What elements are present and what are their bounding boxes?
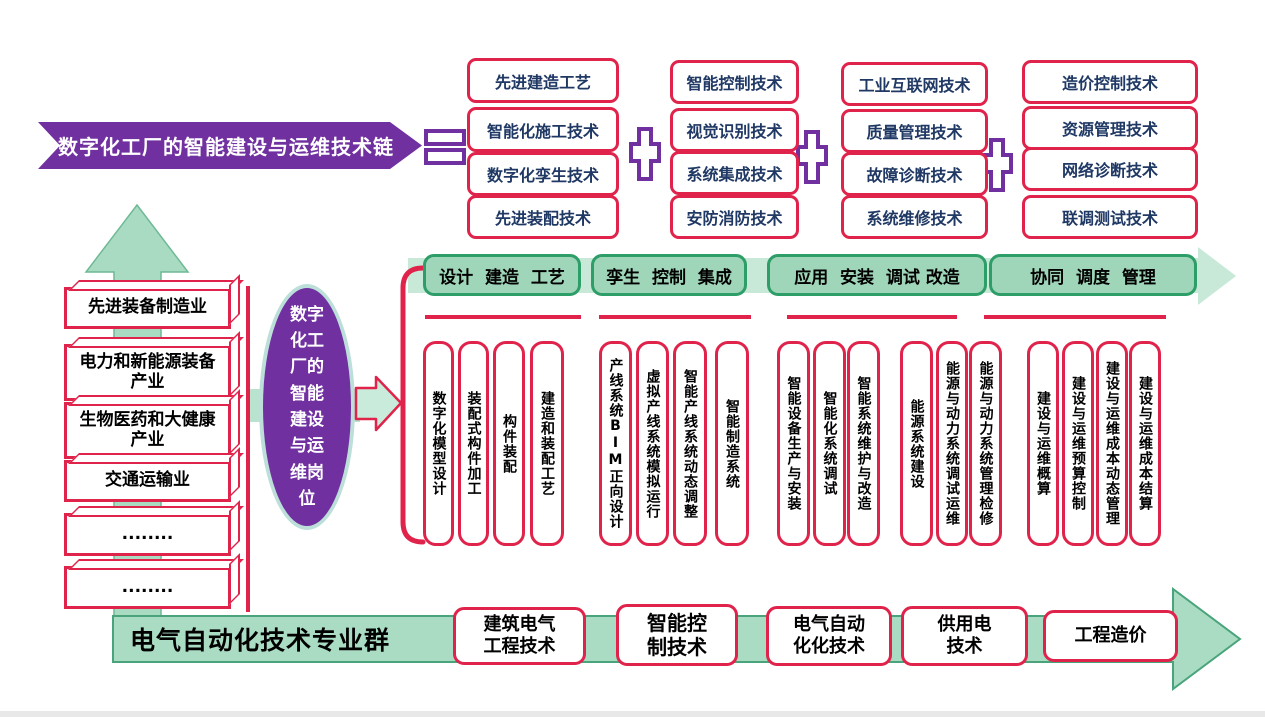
phase-underline [599, 315, 751, 319]
phase-underline [425, 315, 581, 319]
industry-box: 先进装备制造业 [64, 287, 231, 329]
tech-box: 智能化施工技术 [467, 107, 619, 152]
industry-axis-line [246, 286, 250, 612]
industry-box: 交通运输业 [64, 460, 231, 502]
tech-box: 系统集成技术 [670, 151, 799, 195]
tech-box: 资源管理技术 [1022, 106, 1198, 150]
job-box-label: 能源系统建设 [908, 398, 925, 489]
phase-box: 设计 建造 工艺 [423, 254, 581, 296]
title-banner-shape [38, 122, 422, 169]
job-box-label: 建设与运维预算控制 [1070, 376, 1086, 511]
job-box-label: 智能制造系统 [724, 398, 740, 489]
title-banner: 数字化工厂的智能建设与运维技术链 [58, 135, 394, 159]
tech-box: 质量管理技术 [841, 109, 988, 153]
job-box-label: 智能产线系统动态调整 [682, 368, 698, 519]
job-box-label: 虚拟产线系统模拟运行 [644, 368, 661, 519]
phase-box: 应用 安装 调试 改造 [767, 254, 987, 296]
tech-box: 安防消防技术 [670, 195, 799, 239]
industry-box: ........ [64, 566, 231, 609]
tech-box: 先进装配技术 [467, 195, 619, 239]
phase-bracket [400, 265, 426, 545]
job-box-label: 数字化模型设计 [430, 391, 447, 496]
industry-box: ........ [64, 513, 231, 556]
plus-symbol-1 [629, 127, 661, 181]
job-box-label: 构件装配 [501, 413, 517, 474]
tech-box: 故障诊断技术 [841, 152, 988, 196]
job-box-label: 能源与动力系统管理检修 [977, 361, 994, 526]
major-group-title: 电气自动化技术专业群 [130, 626, 391, 655]
tech-box: 系统维修技术 [841, 195, 988, 239]
job-box-label: 智能设备生产与安装 [785, 376, 802, 511]
tech-box: 联调测试技术 [1022, 195, 1198, 239]
major-box: 建筑电气 工程技术 [453, 607, 586, 665]
job-box-label: 装配式构件加工 [465, 391, 482, 496]
major-box: 电气自动 化化技术 [766, 606, 892, 666]
equals-bar-top [424, 129, 466, 146]
job-box-label: 智能系统维护与改造 [855, 376, 872, 511]
tech-box: 造价控制技术 [1022, 60, 1198, 104]
phase-box: 协同 调度 管理 [989, 254, 1197, 296]
major-box: 供用电 技术 [901, 606, 1028, 666]
job-ellipse: 数字 化工 厂的 智能 建设 与运 维岗 位 [259, 284, 355, 530]
tech-box: 先进建造工艺 [467, 58, 619, 103]
tech-box: 数字化孪生技术 [467, 152, 619, 196]
tech-box: 工业互联网技术 [841, 62, 988, 106]
phase-underline [984, 315, 1166, 319]
slide-footer-strip [0, 711, 1265, 717]
industry-box: 生物医药和大健康 产业 [64, 402, 231, 459]
tech-box: 网络诊断技术 [1022, 147, 1198, 191]
phase-underline [787, 315, 957, 319]
job-box-label: 建设与运维成本动态管理 [1104, 361, 1120, 526]
equals-bar-bottom [424, 148, 466, 165]
plus-symbol-2 [796, 130, 828, 184]
tech-box: 智能控制技术 [670, 60, 799, 104]
major-box: 智能控 制技术 [616, 604, 738, 666]
job-box-label: 建造和装配工艺 [539, 391, 555, 496]
major-box: 工程造价 [1043, 610, 1178, 662]
job-box-label: 能源与动力系统调试运维 [944, 361, 960, 526]
tech-box: 视觉识别技术 [670, 108, 799, 152]
industry-box: 电力和新能源装备 产业 [64, 344, 231, 401]
job-box-label: 建设与运维成本结算 [1137, 376, 1153, 511]
ellipse-right-arrow-icon [354, 375, 403, 432]
phase-box: 孪生 控制 集成 [591, 254, 747, 296]
job-box-label: 智能化系统调试 [821, 391, 838, 496]
job-box-label: 建设与运维概算 [1035, 391, 1051, 496]
job-box-label: 产线系统BIM正向设计 [607, 358, 624, 529]
